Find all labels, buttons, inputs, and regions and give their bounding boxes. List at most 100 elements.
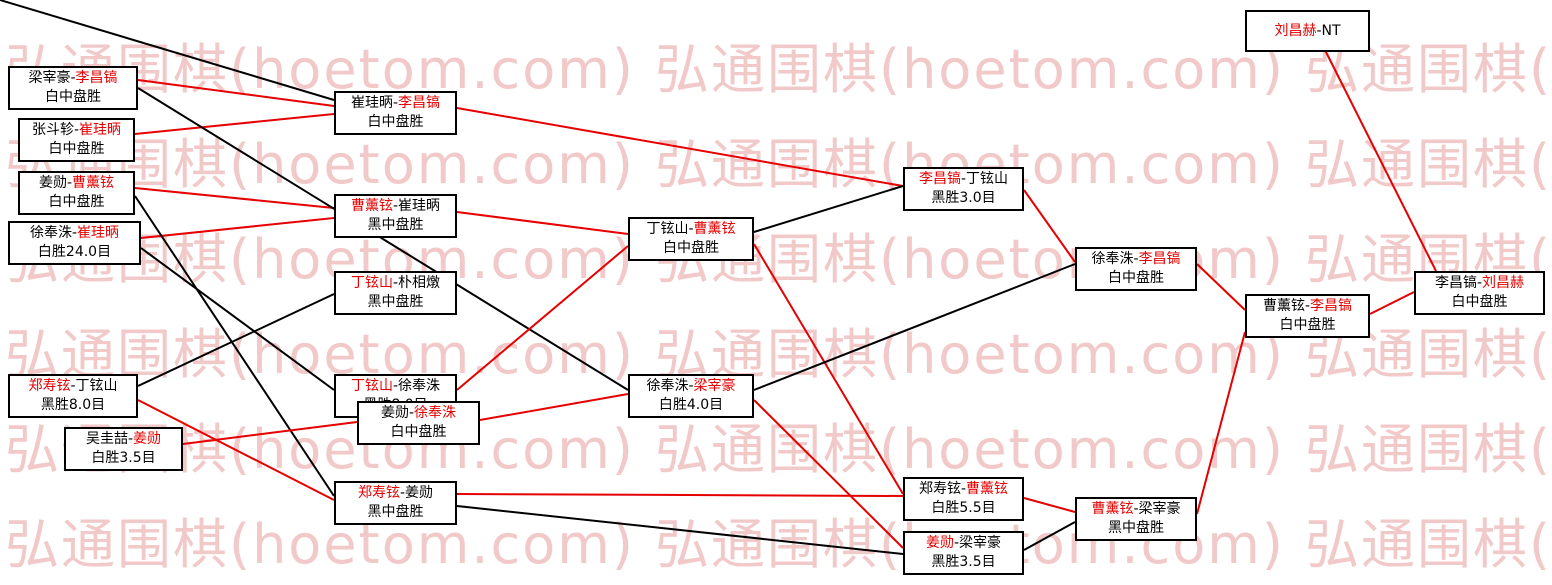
loser-path-line <box>134 195 335 497</box>
name-separator: - <box>392 95 399 111</box>
player-name: 郑寿铉 <box>357 485 400 501</box>
match-result: 白中盘胜 <box>1108 270 1164 286</box>
player-name: 李昌镐 <box>75 70 118 86</box>
match-box-m3[interactable]: 姜勋-曹薰铉白中盘胜 <box>18 171 135 215</box>
loser-path-line <box>753 185 904 233</box>
match-players: 徐奉洙-李昌镐 <box>1091 250 1180 269</box>
winner-path-line <box>479 393 629 421</box>
name-separator: - <box>688 378 694 394</box>
name-separator: - <box>70 378 76 394</box>
winner-path-line <box>140 217 335 239</box>
match-box-m6[interactable]: 吴圭喆-姜勋白胜3.5目 <box>64 427 183 471</box>
name-separator: - <box>73 122 80 138</box>
winner-path-line <box>456 107 904 187</box>
match-box-m17[interactable]: 姜勋-梁宰豪黑胜3.5目 <box>903 531 1024 575</box>
player-name: 曹薰铉 <box>1262 298 1305 314</box>
loser-path-line <box>0 0 335 101</box>
name-separator: - <box>70 70 76 86</box>
player-name: 姜勋 <box>38 175 67 191</box>
match-box-m11[interactable]: 姜勋-徐奉洙白中盘胜 <box>357 401 480 445</box>
match-players: 李昌镐-刘昌赫 <box>1435 274 1524 293</box>
name-separator: - <box>1304 298 1311 314</box>
match-box-m15[interactable]: 李昌镐-丁铉山黑胜3.0目 <box>903 167 1024 211</box>
winner-path-line <box>1196 263 1246 311</box>
player-name: 丁铉山 <box>350 378 393 394</box>
match-result: 白中盘胜 <box>1451 294 1508 310</box>
player-name: 徐奉洙 <box>29 225 72 241</box>
match-players: 曹薰铉-李昌镐 <box>1263 297 1352 316</box>
match-box-m22[interactable]: 李昌镐-刘昌赫白中盘胜 <box>1414 271 1545 315</box>
player-name: 徐奉洙 <box>398 378 441 394</box>
name-separator: - <box>1316 22 1322 39</box>
player-name: 朴相燉 <box>398 275 441 291</box>
winner-path-line <box>1023 189 1076 263</box>
player-name: 徐奉洙 <box>646 378 689 394</box>
match-players: 张斗轸-崔珪昞 <box>32 121 121 140</box>
match-result: 白中盘胜 <box>663 240 719 256</box>
match-players: 姜勋-徐奉洙 <box>381 404 456 423</box>
winner-path-line <box>456 493 904 497</box>
name-separator: - <box>392 198 399 214</box>
match-box-m14[interactable]: 徐奉洙-梁宰豪白胜4.0目 <box>628 374 754 418</box>
match-box-m13[interactable]: 丁铉山-曹薰铉白中盘胜 <box>628 217 754 261</box>
match-box-m12[interactable]: 郑寿铉-姜勋黑中盘胜 <box>334 481 457 525</box>
match-box-m1[interactable]: 梁宰豪-李昌镐白中盘胜 <box>8 66 138 110</box>
match-players: 吴圭喆-姜勋 <box>86 430 161 449</box>
player-name: 李昌镐 <box>1310 298 1353 314</box>
match-box-m21[interactable]: 刘昌赫-NT <box>1245 10 1370 52</box>
player-name: 梁宰豪 <box>28 70 71 86</box>
match-players: 李昌镐-丁铉山 <box>919 170 1008 189</box>
winner-path-line <box>137 399 335 501</box>
match-box-m9[interactable]: 丁铉山-朴相燉黑中盘胜 <box>334 271 457 315</box>
name-separator: - <box>1133 251 1139 267</box>
match-result: 白胜24.0目 <box>37 244 112 260</box>
player-name: 曹薰铉 <box>72 175 115 191</box>
name-separator: - <box>66 175 73 191</box>
player-name: 曹薰铉 <box>693 221 736 237</box>
winner-path-line <box>1196 331 1246 515</box>
player-name: 崔珪昞 <box>77 225 120 241</box>
match-players: 姜勋-梁宰豪 <box>926 534 1001 553</box>
player-name: 张斗轸 <box>31 122 74 138</box>
winner-path-line <box>182 421 358 445</box>
name-separator: - <box>1133 501 1139 517</box>
match-result: 黑胜3.5目 <box>931 554 996 570</box>
match-box-m19[interactable]: 曹薰铉-梁宰豪黑中盘胜 <box>1075 497 1197 541</box>
winner-path-line <box>456 245 629 391</box>
player-name: 丁铉山 <box>646 221 689 237</box>
loser-path-line <box>753 263 1076 391</box>
winner-path-line <box>137 79 335 107</box>
player-name: 丁铉山 <box>966 171 1009 187</box>
match-box-m16[interactable]: 郑寿铉-曹薰铉白胜5.5目 <box>903 477 1024 521</box>
match-box-m8[interactable]: 曹薰铉-崔珪昞黑中盘胜 <box>334 194 457 238</box>
match-box-m4[interactable]: 徐奉洙-崔珪昞白胜24.0目 <box>8 221 141 265</box>
match-players: 丁铉山-曹薰铉 <box>646 220 735 239</box>
match-box-m5[interactable]: 郑寿铉-丁铉山黑胜8.0目 <box>8 374 138 418</box>
match-box-m18[interactable]: 徐奉洙-李昌镐白中盘胜 <box>1075 247 1197 291</box>
name-separator: - <box>399 485 406 501</box>
match-result: 黑中盘胜 <box>367 217 424 233</box>
match-result: 黑胜3.0目 <box>931 190 996 206</box>
match-result: 黑胜8.0目 <box>40 397 106 413</box>
loser-path-line <box>456 505 904 555</box>
name-separator: - <box>960 481 967 497</box>
match-result: 白胜5.5目 <box>931 500 996 516</box>
winner-path-line <box>456 211 629 235</box>
name-separator: - <box>127 431 134 447</box>
match-players: 徐奉洙-崔珪昞 <box>30 224 119 243</box>
match-box-m2[interactable]: 张斗轸-崔珪昞白中盘胜 <box>18 118 135 162</box>
match-players: 曹薰铉-崔珪昞 <box>351 197 440 216</box>
player-name: 姜勋 <box>925 535 954 551</box>
loser-path-line <box>137 87 629 391</box>
match-result: 白中盘胜 <box>367 114 424 130</box>
player-name: 梁宰豪 <box>1138 501 1181 517</box>
loser-path-line <box>137 293 335 387</box>
player-name: 刘昌赫 <box>1482 275 1525 291</box>
match-box-m7[interactable]: 崔珪昞-李昌镐白中盘胜 <box>334 91 457 135</box>
match-box-m20[interactable]: 曹薰铉-李昌镐白中盘胜 <box>1245 294 1370 338</box>
player-name: 姜勋 <box>405 485 434 501</box>
player-name: 姜勋 <box>380 405 409 421</box>
name-separator: - <box>688 221 694 237</box>
match-players: 郑寿铉-姜勋 <box>358 484 433 503</box>
